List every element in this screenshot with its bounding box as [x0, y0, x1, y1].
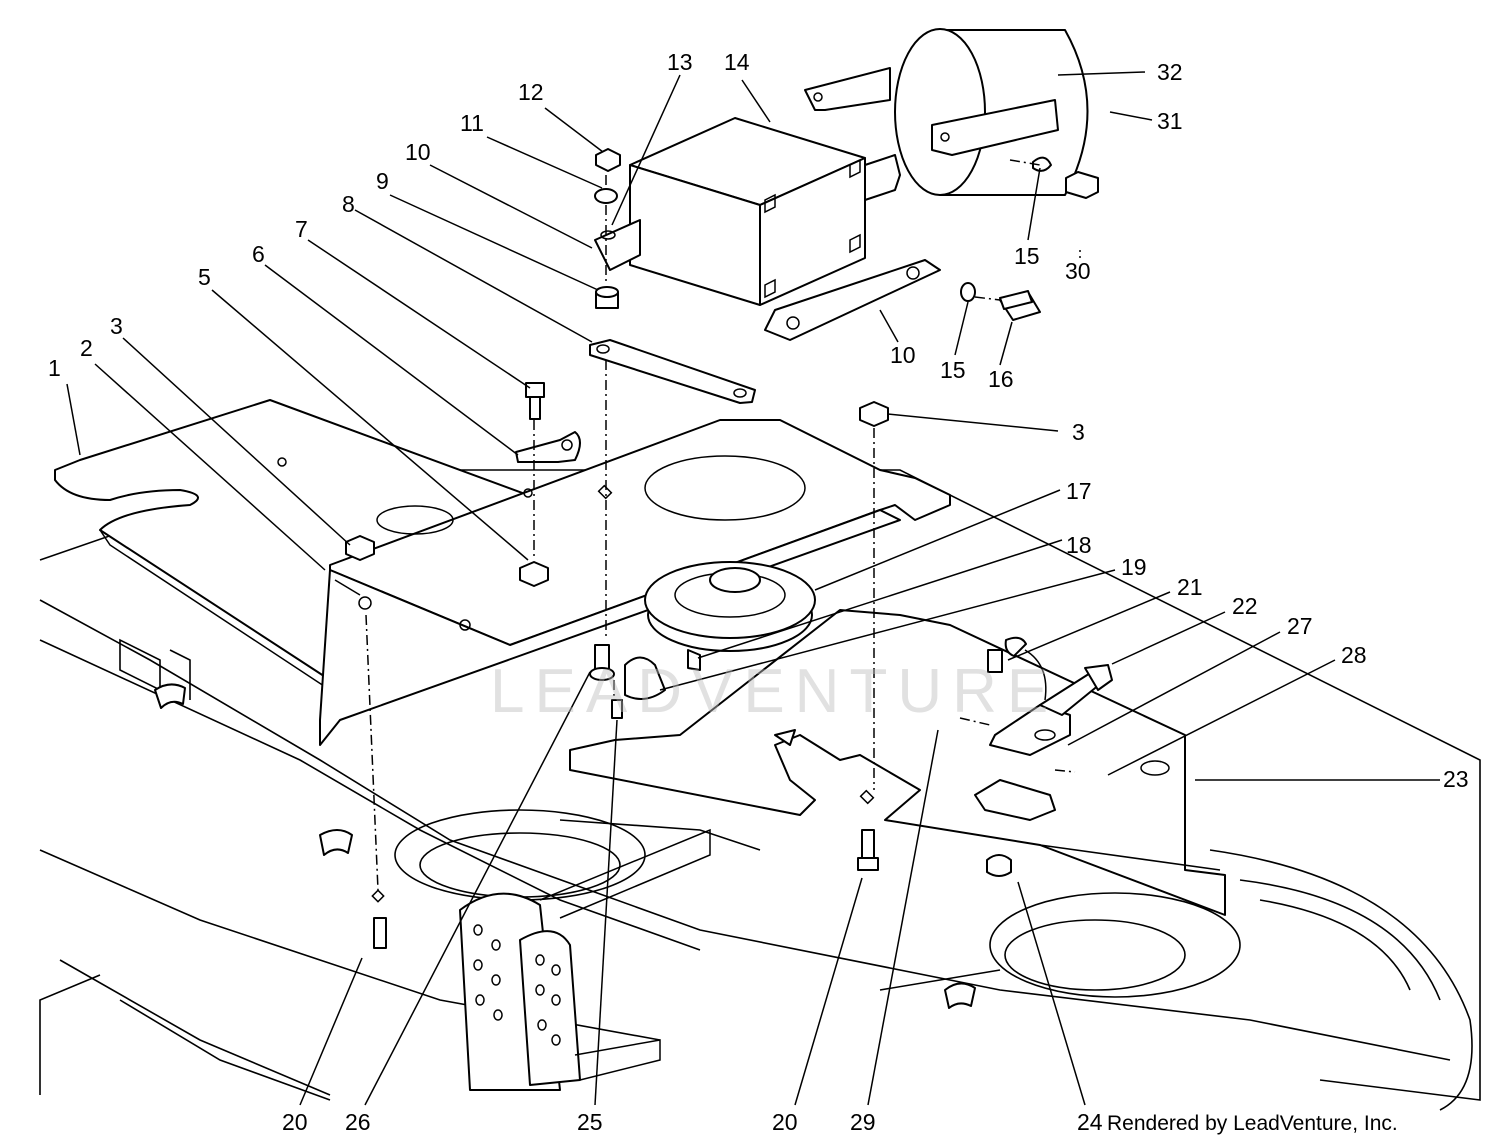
bottom-callout-labels: 20 26 25 20 29 24 Rendered by LeadVentur…: [282, 1109, 1398, 1135]
callout-10: 10: [405, 139, 431, 165]
callout-20-left: 20: [282, 1109, 308, 1135]
callout-10: 10: [890, 342, 916, 368]
mower-deck-outline: [39, 469, 1481, 1111]
callout-9: 9: [376, 168, 389, 194]
callout-22: 22: [1232, 593, 1258, 619]
callout-15: 15: [940, 357, 966, 383]
callout-11: 11: [460, 110, 484, 136]
callout-19: 19: [1121, 554, 1147, 580]
link-bar: [589, 339, 756, 404]
callout-16: 16: [988, 366, 1014, 392]
callout-labels: 1 2 3 3 5 6 7 8 9 10 10 11 12 13 14 15 1…: [48, 49, 1469, 792]
callout-25: 25: [577, 1109, 603, 1135]
callout-21: 21: [1177, 574, 1203, 600]
electric-clutch-box: [594, 117, 941, 341]
callout-3: 3: [1072, 419, 1085, 445]
callout-14: 14: [724, 49, 750, 75]
callout-29: 29: [850, 1109, 876, 1135]
callout-13: 13: [667, 49, 693, 75]
lever-plate: [569, 609, 1226, 916]
assembly-center-lines: [365, 159, 1076, 891]
support-bracket: [459, 828, 711, 1091]
deck-clip: [154, 683, 976, 1009]
pulley: [644, 561, 816, 652]
credit-text: Rendered by LeadVenture, Inc.: [1107, 1112, 1398, 1135]
callout-31: 31: [1157, 108, 1183, 134]
callout-1: 1: [48, 355, 61, 381]
callout-32: 32: [1157, 59, 1183, 85]
callout-12: 12: [518, 79, 544, 105]
callout-2: 2: [80, 335, 93, 361]
leader-lines: [66, 71, 1440, 1106]
callout-8: 8: [342, 191, 355, 217]
callout-17: 17: [1066, 478, 1092, 504]
callout-15: 15: [1014, 243, 1040, 269]
callout-18: 18: [1066, 532, 1092, 558]
callout-7: 7: [295, 216, 308, 242]
callout-3: 3: [110, 313, 123, 339]
callout-5: 5: [198, 264, 211, 290]
solenoid-cylinder: [804, 28, 1089, 196]
callout-30: 30: [1065, 258, 1091, 284]
callout-28: 28: [1341, 642, 1367, 668]
callout-26: 26: [345, 1109, 371, 1135]
callout-24: 24: [1077, 1109, 1103, 1135]
callout-27: 27: [1287, 613, 1313, 639]
callout-23: 23: [1443, 766, 1469, 792]
watermark: LEADVENTURE: [490, 657, 1058, 726]
callout-20-right: 20: [772, 1109, 798, 1135]
callout-6: 6: [252, 241, 265, 267]
latch-assembly: [974, 636, 1113, 821]
